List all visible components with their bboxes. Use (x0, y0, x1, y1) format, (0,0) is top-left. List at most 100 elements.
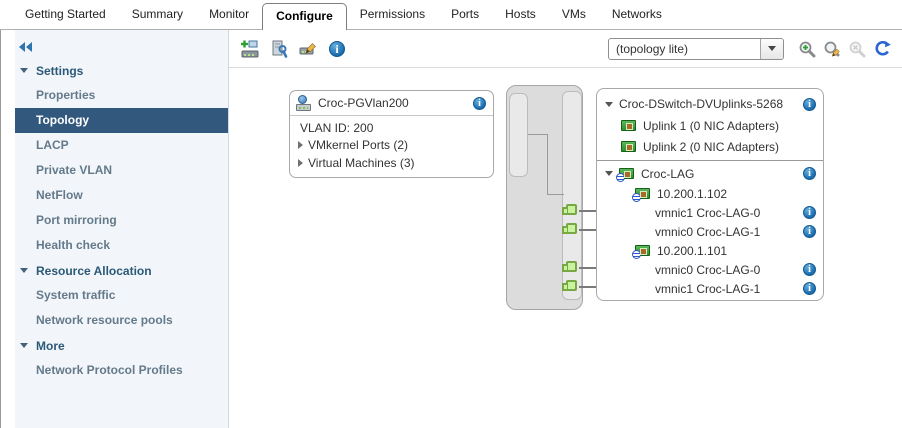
tab-monitor[interactable]: Monitor (209, 7, 250, 21)
lag-name: Croc-LAG (641, 166, 695, 181)
portgroup-node: Croc-PGVlan200 i VLAN ID: 200 VMkernel P… (289, 90, 494, 178)
uplink-label: Uplink 1 (0 NIC Adapters) (643, 118, 780, 133)
vmnic-row: vmnic0 Croc-LAG-0 i (597, 260, 823, 279)
sidebar-section-resource-allocation[interactable]: Resource Allocation (15, 258, 228, 283)
tab-getting-started[interactable]: Getting Started (25, 7, 106, 21)
section-collapse-icon (20, 268, 28, 273)
refresh-button[interactable] (871, 38, 893, 60)
expand-arrow-icon[interactable] (298, 159, 303, 167)
info-icon[interactable]: i (803, 282, 816, 295)
vmnic-row: vmnic1 Croc-LAG-1 i (597, 279, 823, 298)
uplink-port-icon (562, 223, 577, 234)
zoom-in-button[interactable] (796, 38, 818, 60)
vmnic-row: vmnic0 Croc-LAG-1 i (597, 222, 823, 241)
vmkernel-ports-label: VMkernel Ports (2) (308, 138, 409, 152)
topology-diagram: Croc-PGVlan200 i VLAN ID: 200 VMkernel P… (229, 68, 902, 428)
info-icon[interactable]: i (803, 263, 816, 276)
view-select-arrow-button[interactable] (760, 38, 783, 59)
zoom-edit-button[interactable] (821, 38, 843, 60)
host-ip: 10.200.1.102 (657, 186, 728, 201)
tab-networks[interactable]: Networks (611, 7, 662, 21)
add-host-button[interactable] (237, 37, 263, 61)
host-row: 10.200.1.101 (597, 241, 823, 260)
vmkernel-ports-row[interactable]: VMkernel Ports (2) (290, 136, 493, 154)
topology-info-button[interactable]: i (324, 37, 350, 61)
dvuplinks-header[interactable]: Croc-DSwitch-DVUplinks-5268 i (597, 89, 823, 115)
manage-host-icon (269, 39, 289, 59)
portgroup-header: Croc-PGVlan200 i (290, 91, 493, 116)
dvuplinks-node: Croc-DSwitch-DVUplinks-5268 i Uplink 1 (… (596, 88, 824, 301)
sidebar-item-health-check[interactable]: Health check (36, 238, 111, 252)
sidebar-item-port-mirroring[interactable]: Port mirroring (36, 213, 117, 227)
info-icon[interactable]: i (803, 225, 816, 238)
zoom-in-icon (798, 40, 816, 58)
lag-icon (616, 168, 634, 182)
left-gutter (1, 30, 15, 428)
info-icon[interactable]: i (803, 97, 816, 111)
vmnic-label: vmnic0 Croc-LAG-1 (655, 224, 761, 239)
vmnic-row: vmnic1 Croc-LAG-0 i (597, 203, 823, 222)
uplink-row: Uplink 2 (0 NIC Adapters) (597, 136, 823, 157)
content-area: Settings Properties Topology LACP Privat… (0, 30, 902, 428)
zoom-edit-icon (823, 40, 841, 58)
physical-adapter-icon (621, 141, 636, 152)
sidebar-item-network-resource-pools[interactable]: Network resource pools (36, 313, 173, 327)
tab-summary[interactable]: Summary (131, 7, 184, 21)
sidebar-item-properties[interactable]: Properties (36, 88, 96, 102)
physical-adapter-icon (621, 120, 636, 131)
tab-ports[interactable]: Ports (451, 7, 480, 21)
sidebar-section-settings[interactable]: Settings (15, 58, 228, 83)
topology-view-select[interactable]: (topology lite) (608, 37, 784, 60)
dvswitch-uplink-column (562, 91, 582, 300)
sidebar-item-system-traffic[interactable]: System traffic (36, 288, 116, 302)
divider (597, 160, 823, 161)
lag-row[interactable]: Croc-LAG i (597, 163, 823, 184)
edit-switch-button[interactable] (295, 37, 321, 61)
manage-hosts-button[interactable] (266, 37, 292, 61)
vlan-id-label: VLAN ID: 200 (300, 120, 374, 135)
expand-arrow-icon[interactable] (298, 141, 303, 149)
section-label: More (36, 338, 65, 353)
switch-link-line (547, 194, 564, 195)
virtual-machines-row[interactable]: Virtual Machines (3) (290, 154, 493, 172)
sidebar-section-more[interactable]: More (15, 333, 228, 358)
uplink-port-icon (562, 204, 577, 215)
tab-vms[interactable]: VMs (561, 7, 586, 21)
collapse-arrow-icon[interactable] (605, 101, 613, 107)
info-icon[interactable]: i (803, 206, 816, 219)
tab-configure[interactable]: Configure (262, 3, 347, 30)
sidebar-item-network-protocol-profiles[interactable]: Network Protocol Profiles (36, 363, 183, 377)
uplink-wire (579, 210, 597, 212)
dvswitch-body (506, 85, 583, 310)
dvuplinks-name: Croc-DSwitch-DVUplinks-5268 (619, 97, 784, 111)
uplink-row: Uplink 1 (0 NIC Adapters) (597, 115, 823, 136)
add-host-icon (240, 39, 260, 59)
uplink-port-icon (562, 280, 577, 291)
collapse-sidebar-icon[interactable] (18, 42, 33, 52)
sidebar-item-netflow[interactable]: NetFlow (36, 188, 83, 202)
collapse-arrow-icon[interactable] (605, 171, 613, 176)
virtual-machines-label: Virtual Machines (3) (308, 156, 415, 170)
zoom-out-button[interactable] (846, 38, 868, 60)
uplink-wire (579, 229, 597, 231)
section-collapse-icon (20, 343, 28, 348)
tab-permissions[interactable]: Permissions (359, 7, 426, 21)
tab-hosts[interactable]: Hosts (505, 7, 536, 21)
view-select-value: (topology lite) (616, 41, 689, 56)
topology-toolbar: i (topology lite) (229, 30, 902, 68)
vmnic-label: vmnic0 Croc-LAG-0 (655, 262, 761, 277)
tab-bar: Getting Started Summary Monitor Configur… (0, 0, 902, 30)
vmnic-label: vmnic1 Croc-LAG-1 (655, 281, 761, 296)
info-icon: i (329, 40, 345, 57)
info-icon[interactable]: i (803, 167, 816, 180)
section-label: Resource Allocation (36, 263, 152, 278)
info-icon[interactable]: i (473, 96, 486, 110)
switch-link-line (528, 134, 548, 135)
vmnic-label: vmnic1 Croc-LAG-0 (655, 205, 761, 220)
portgroup-icon (296, 94, 313, 112)
portgroup-name: Croc-PGVlan200 (318, 96, 409, 110)
sidebar-item-topology[interactable]: Topology (15, 108, 228, 133)
sidebar-item-private-vlan[interactable]: Private VLAN (36, 163, 113, 177)
sidebar-item-lacp[interactable]: LACP (36, 138, 69, 152)
dvswitch-portgroup-column (509, 93, 528, 177)
